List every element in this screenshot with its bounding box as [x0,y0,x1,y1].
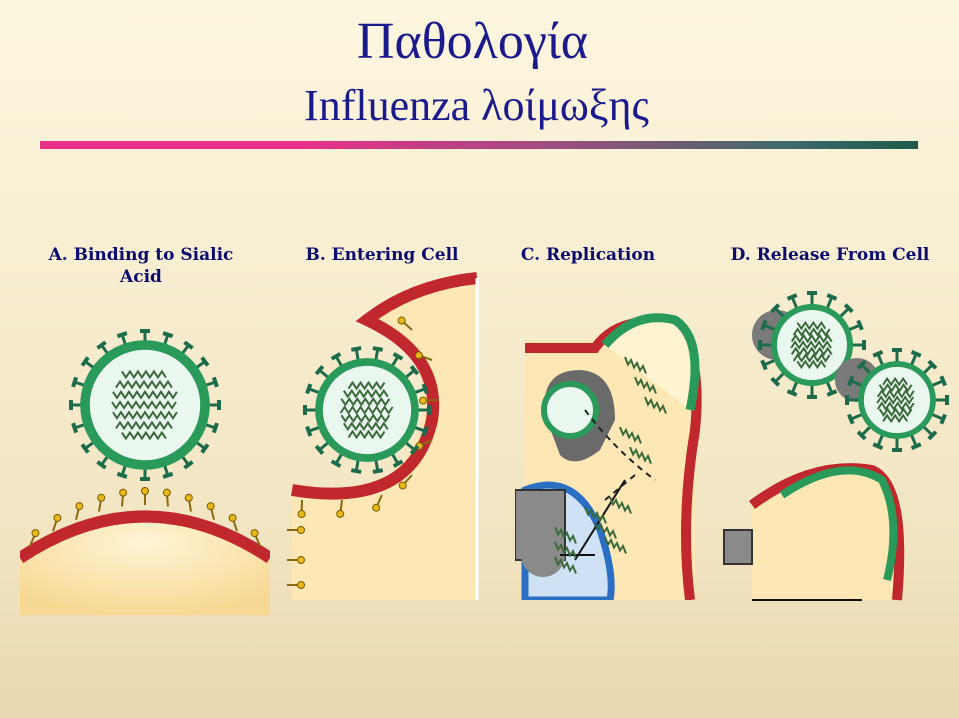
panel-d-illustration [723,291,949,601]
cell-interior [20,512,270,615]
panel-a-label: A. Binding to Sialic Acid [48,245,234,287]
cell-membrane [20,510,270,563]
influenza-virus [303,346,431,474]
endosome-membrane [291,272,478,500]
panel-b-label: B. Entering Cell [305,245,459,265]
influenza-virus [69,329,221,481]
panel-d-label: D. Release From Cell [730,245,930,265]
panel-a-illustration [20,329,270,615]
panel-b-illustration [287,272,479,600]
panel-c-label: C. Replication [520,245,656,265]
slide-title: Παθολογία [356,13,589,70]
title-divider [40,141,918,149]
released-virus-2 [835,348,949,452]
released-virus-1 [752,291,866,399]
sialic-acid-receptors [287,316,438,589]
panel-c-illustration [515,313,702,600]
sialic-acid-receptors [29,487,261,547]
slide-subtitle: Influenza λοίμωξης [304,81,649,130]
budding-membrane [749,463,905,601]
viral-rna-strands [554,356,667,574]
cell-interior [752,468,902,600]
cell-interior [292,275,477,600]
uncoating-virus [541,381,599,439]
